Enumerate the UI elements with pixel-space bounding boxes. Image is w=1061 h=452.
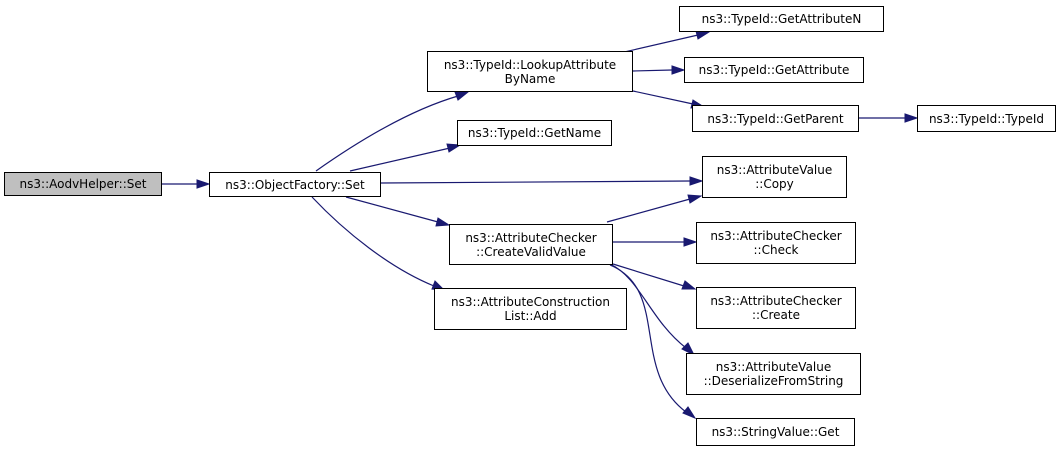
node-label-line: ns3::AodvHelper::Set — [19, 177, 147, 191]
node-label-line: ns3::TypeId::LookupAttribute — [443, 57, 617, 72]
arrowhead — [904, 113, 919, 123]
arrowhead — [681, 342, 696, 357]
node-label-line: ::Create — [752, 308, 800, 322]
node-objectfactory-set[interactable]: ns3::ObjectFactory::Set — [209, 172, 381, 197]
node-label-line: ns3::ObjectFactory::Set — [225, 177, 365, 192]
node-typeid-getattribute[interactable]: ns3::TypeId::GetAttribute — [684, 57, 864, 83]
node-label-line: ByName — [504, 71, 556, 86]
node-label-line: ns3::AttributeConstruction — [451, 295, 610, 309]
node-attributevalue-deserializefromstring[interactable]: ns3::AttributeValue::DeserializeFromStri… — [686, 353, 861, 395]
node-attributechecker-createvalidvalue[interactable]: ns3::AttributeChecker::CreateValidValue — [449, 224, 613, 265]
edge-createvalid-to-stringget — [609, 264, 687, 413]
node-typeid-getname[interactable]: ns3::TypeId::GetName — [457, 120, 612, 146]
arrowhead — [196, 179, 211, 189]
edge-objfactory-to-getname — [349, 147, 451, 172]
node-label-line: List::Add — [504, 309, 557, 323]
arrowhead — [683, 237, 698, 247]
node-typeid-typeid[interactable]: ns3::TypeId::TypeId — [917, 105, 1056, 132]
node-typeid-getparent[interactable]: ns3::TypeId::GetParent — [692, 105, 859, 132]
edge-objfactory-to-createvalid — [345, 196, 439, 223]
node-label-line: ns3::AttributeValue — [715, 360, 832, 374]
node-label-line: ns3::AttributeChecker — [710, 229, 842, 243]
edge-objfactory-to-copy — [380, 180, 691, 184]
edge-objfactory-to-lookup — [315, 95, 459, 172]
edge-lookup-to-getattrn — [619, 34, 699, 54]
arrowhead — [446, 143, 462, 153]
edge-objfactory-to-constructionadd — [311, 196, 435, 287]
node-stringvalue-get[interactable]: ns3::StringValue::Get — [696, 418, 855, 446]
edge-createvalid-to-create — [612, 263, 685, 287]
arrowhead — [681, 280, 697, 290]
arrowhead — [689, 176, 704, 186]
node-label-line: ns3::AttributeChecker — [465, 230, 597, 245]
arrowhead — [671, 65, 686, 75]
node-label-line: ::Copy — [755, 177, 794, 191]
node-label-line: ::DeserializeFromString — [703, 374, 844, 388]
node-label-line: ns3::StringValue::Get — [711, 425, 840, 439]
node-attributechecker-check[interactable]: ns3::AttributeChecker::Check — [696, 222, 856, 264]
node-aodvhelper-set: ns3::AodvHelper::Set — [4, 172, 162, 196]
node-attributevalue-copy[interactable]: ns3::AttributeValue::Copy — [702, 156, 847, 198]
edge-lookup-to-getparent — [632, 90, 694, 105]
arrowhead — [687, 194, 703, 204]
node-label-line: ns3::AttributeChecker — [710, 294, 842, 308]
edge-lookup-to-getattr — [632, 69, 673, 72]
node-label-line: ::Check — [753, 243, 799, 257]
node-label-line: ns3::TypeId::GetAttributeN — [701, 12, 862, 26]
node-label-line: ns3::TypeId::GetParent — [707, 111, 844, 126]
node-label-line: ns3::TypeId::GetName — [467, 126, 602, 140]
node-label-line: ns3::AttributeValue — [716, 163, 833, 177]
node-attributechecker-create[interactable]: ns3::AttributeChecker::Create — [696, 287, 856, 329]
node-typeid-getattributen[interactable]: ns3::TypeId::GetAttributeN — [679, 6, 884, 32]
node-label-line: ns3::TypeId::GetAttribute — [698, 63, 850, 77]
edge-createvalid-to-copy — [606, 198, 691, 223]
arrowhead — [454, 91, 470, 101]
arrowhead — [435, 217, 451, 227]
arrowhead — [682, 406, 697, 420]
node-label-line: ns3::TypeId::TypeId — [928, 111, 1045, 126]
node-label-line: ::CreateValidValue — [476, 244, 586, 259]
arrowhead — [695, 30, 711, 40]
